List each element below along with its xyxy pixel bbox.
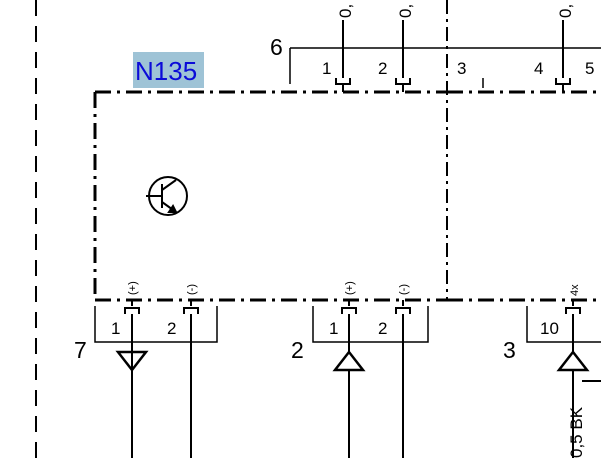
connector-3-number: 3	[503, 337, 516, 363]
connector-7-number: 7	[74, 337, 87, 363]
connector-2-pin-1: 1	[329, 319, 338, 338]
connector-3-wire-label: 0,5 BK	[567, 406, 586, 458]
triangle-up-icon	[556, 349, 590, 372]
top-pin-sockets	[335, 78, 571, 92]
top-pin-5: 5	[585, 59, 594, 78]
connector-2-pin-2: 2	[378, 319, 387, 338]
connector-3: 4x 10 3 0,5 BK	[503, 284, 601, 458]
transistor-icon	[146, 176, 188, 216]
connector-2: (+) (-) 1 2 2	[291, 281, 429, 458]
component-label-highlight	[133, 52, 204, 88]
top-connector-frame	[289, 47, 601, 88]
connector-2-sign-plus: (+)	[344, 281, 356, 295]
top-wire-label-2: 0,	[396, 4, 415, 18]
top-pin-4: 4	[534, 59, 543, 78]
triangle-up-icon	[332, 349, 366, 372]
connector-2-sign-minus: (-)	[398, 284, 410, 295]
top-wire-label-3: 0,	[556, 4, 575, 18]
connector-7-pin-2: 2	[167, 319, 176, 338]
top-connector-number: 6	[270, 34, 283, 60]
connector-7: (+) (-) 1 2 7	[74, 281, 218, 458]
top-wires	[342, 20, 564, 78]
connector-7-pin-1: 1	[111, 319, 120, 338]
connector-3-sign-4x: 4x	[569, 284, 581, 296]
connector-7-sign-minus: (-)	[186, 284, 198, 295]
top-pin-2: 2	[378, 59, 387, 78]
component-label[interactable]: N135	[135, 56, 197, 86]
top-wire-label-1: 0,	[336, 4, 355, 18]
connector-3-pin-10: 10	[540, 319, 559, 338]
triangle-down-icon	[115, 350, 149, 373]
connector-2-number: 2	[291, 337, 304, 363]
connector-7-sign-plus: (+)	[127, 281, 139, 295]
component-box	[93, 90, 601, 302]
top-pin-3: 3	[457, 59, 466, 78]
top-pin-1: 1	[322, 59, 331, 78]
